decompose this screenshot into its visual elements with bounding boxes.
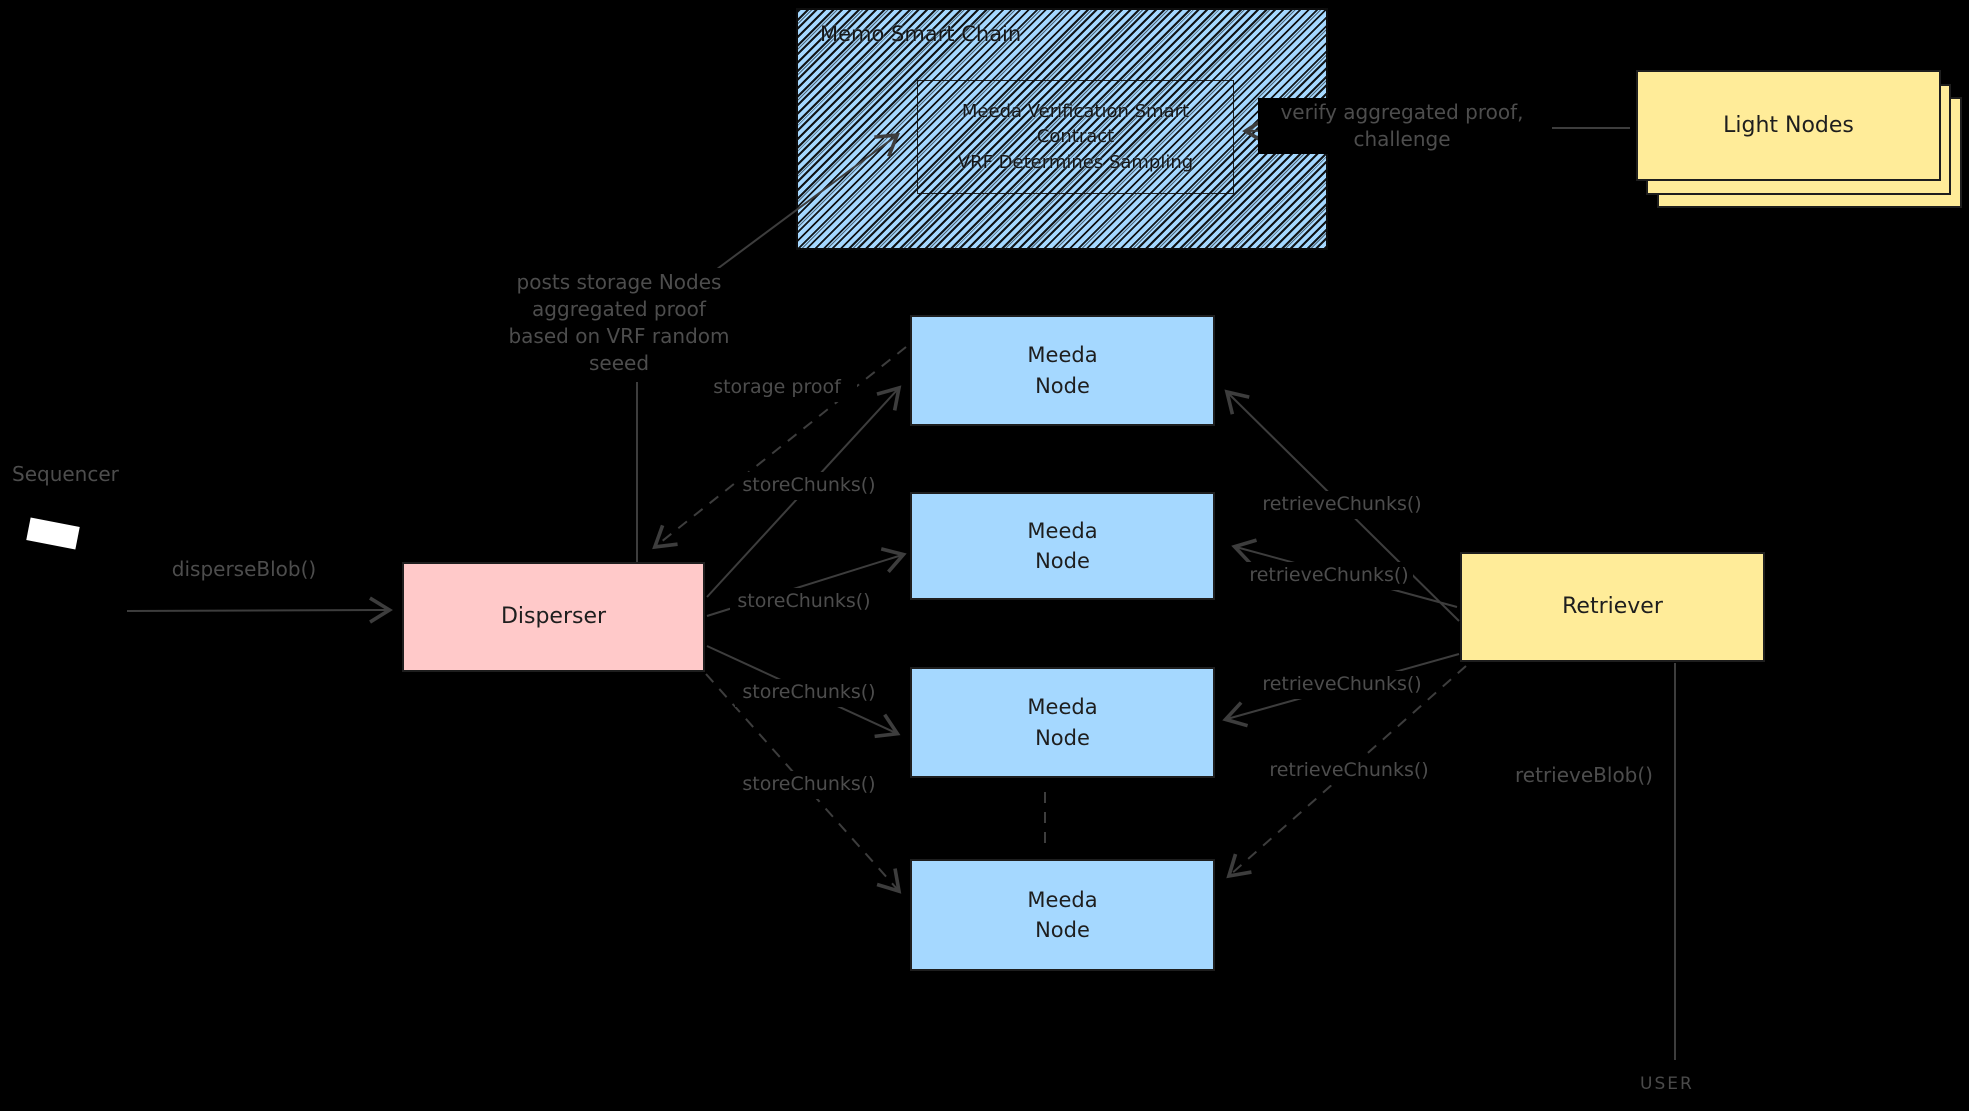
posts-label-line1: posts storage Nodes [516,270,722,294]
user-label: USER [1636,1072,1698,1097]
verify-aggregated-proof-label: verify aggregated proof, challenge [1258,98,1546,154]
retrieve-chunks-label-2: retrieveChunks() [1245,562,1413,590]
store-chunks-label-2: storeChunks() [730,588,878,616]
storage-proof-label: storage proof [697,374,857,402]
meeda-node-label-line2: Node [1035,725,1090,750]
verify-label-line2: challenge [1353,127,1451,151]
store-chunks-label-4: storeChunks() [735,771,883,799]
light-nodes-label: Light Nodes [1723,113,1854,138]
retrieve-blob-label: retrieveBlob() [1505,761,1663,790]
meeda-node-2: Meeda Node [910,492,1215,600]
arrow-group [126,117,1676,1060]
contract-line-2: Contract [1036,126,1115,148]
arrow-disperse-blob [126,596,393,624]
contract-line-1: Meeda Verification Smart [961,101,1190,123]
disperser-label: Disperser [500,604,607,630]
meeda-node-3: Meeda Node [910,667,1215,778]
meeda-node-4: Meeda Node [910,859,1215,971]
retrieve-chunks-label-1: retrieveChunks() [1258,491,1426,519]
meeda-verification-contract-box: Meeda Verification Smart Contract VRF De… [917,80,1234,194]
meeda-node-1: Meeda Node [910,315,1215,426]
light-nodes-card-front: Light Nodes [1636,70,1941,181]
disperse-blob-label: disperseBlob() [165,555,323,584]
sequencer-chip [26,517,80,550]
sequencer-label: Sequencer [8,460,123,489]
meeda-node-label-line1: Meeda [1027,887,1098,912]
meeda-node-label-line2: Node [1035,549,1090,573]
contract-line-3: VRF Determines Sampling [957,151,1194,173]
retrieve-chunks-label-3: retrieveChunks() [1258,671,1426,699]
posts-storage-proof-label: posts storage Nodes aggregated proof bas… [470,268,768,378]
meeda-node-label-line1: Meeda [1027,343,1098,368]
disperser-box: Disperser [402,562,705,672]
memo-smart-chain-title: Memo Smart Chain [820,22,1022,46]
meeda-node-label-line2: Node [1035,918,1090,942]
retriever-box: Retriever [1460,552,1765,662]
posts-label-line2: aggregated proof [532,297,706,321]
meeda-node-label-line1: Meeda [1027,518,1098,543]
retriever-label: Retriever [1562,594,1663,620]
meeda-node-label-line2: Node [1035,373,1090,398]
posts-label-line4: seeed [588,351,650,375]
store-chunks-label-3: storeChunks() [735,679,883,707]
store-chunks-label-1: storeChunks() [735,472,883,500]
meeda-node-label-line1: Meeda [1027,695,1098,720]
light-nodes-stack: Light Nodes [1636,70,1962,208]
memo-smart-chain-box: Memo Smart Chain Meeda Verification Smar… [796,8,1328,250]
retrieve-chunks-label-4: retrieveChunks() [1265,757,1433,785]
posts-label-line3: based on VRF random [508,324,730,348]
verify-label-line1: verify aggregated proof, [1280,100,1524,124]
